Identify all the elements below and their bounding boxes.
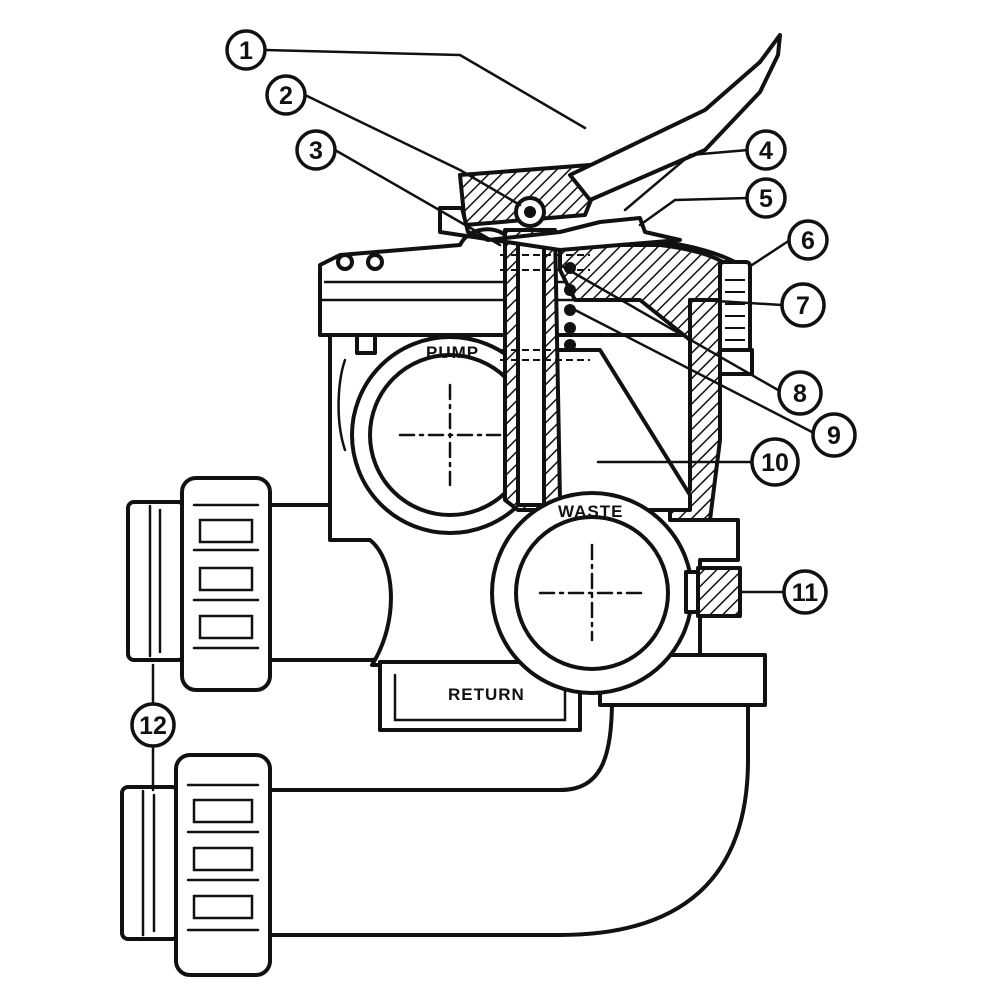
valve-stem: [500, 228, 590, 512]
waste-label: WASTE: [558, 502, 623, 521]
callout-4-label: 4: [759, 137, 773, 165]
callout-1-label: 1: [239, 37, 253, 65]
callout-7: 7: [780, 282, 826, 328]
callout-11-label: 11: [792, 579, 819, 607]
callout-6-label: 6: [801, 227, 815, 255]
callout-7-label: 7: [796, 292, 810, 320]
callout-5: 5: [745, 177, 787, 219]
waste-port: WASTE: [490, 491, 700, 695]
callout-12: 12: [130, 702, 176, 748]
pump-port: PUMP: [350, 335, 550, 535]
valve-handle: [438, 33, 782, 252]
callout-9: 9: [811, 412, 857, 458]
callout-12-label: 12: [139, 712, 167, 740]
callout-5-label: 5: [759, 185, 773, 213]
callout-8: 8: [777, 370, 823, 416]
callout-2-label: 2: [279, 82, 293, 110]
callout-2: 2: [265, 74, 307, 116]
rotor-diverter: [543, 298, 722, 522]
callout-1: 1: [225, 29, 267, 71]
callout-3-label: 3: [309, 137, 323, 165]
callout-8-label: 8: [793, 380, 807, 408]
callout-3: 3: [295, 129, 337, 171]
callout-4: 4: [745, 129, 787, 171]
callout-6: 6: [787, 219, 829, 261]
leader-lines: [151, 48, 814, 792]
return-port: RETURN: [378, 660, 582, 732]
drain-plug: [696, 566, 742, 618]
lower-union: [120, 753, 272, 977]
callout-10-label: 10: [761, 449, 789, 477]
pump-label: PUMP: [426, 343, 479, 362]
callout-10: 10: [750, 437, 800, 487]
upper-union: [126, 476, 272, 692]
o-rings: [564, 262, 576, 351]
return-label: RETURN: [448, 685, 525, 704]
side-screw-assembly: [716, 260, 754, 376]
callout-9-label: 9: [827, 422, 841, 450]
callout-11: 11: [782, 569, 828, 615]
callouts: 1 2 3 4 5 6 7 8 9 10 11 12: [130, 29, 857, 748]
lid-bolts: [336, 253, 384, 355]
